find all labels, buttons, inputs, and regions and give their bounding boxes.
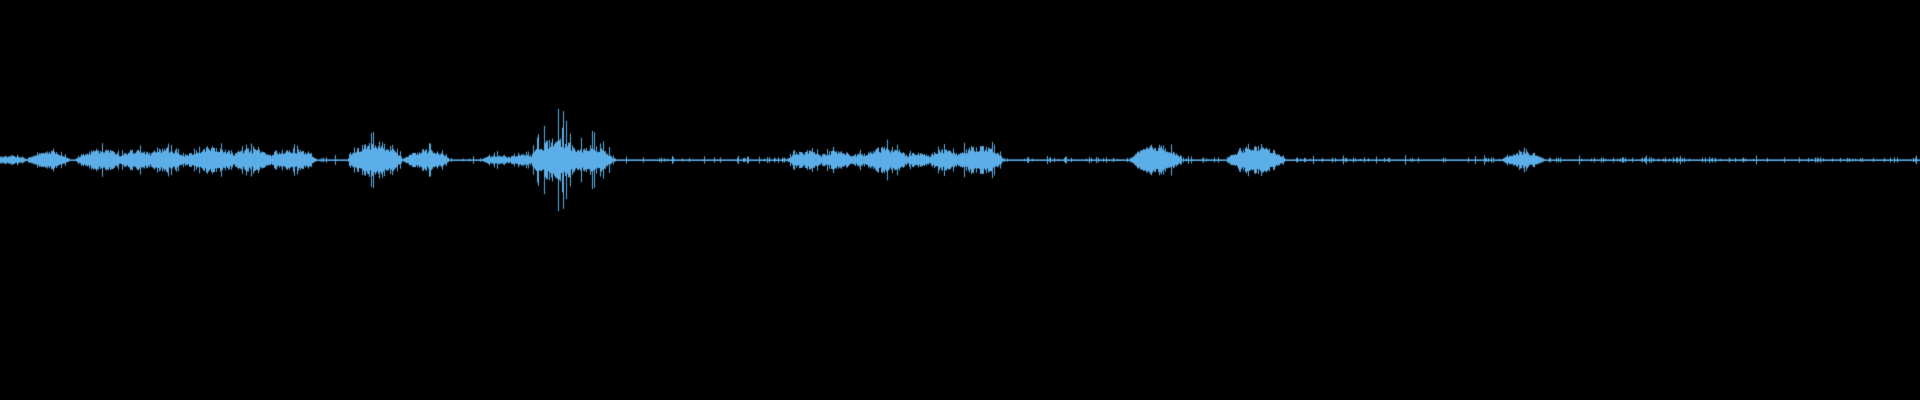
waveform-baseline: [0, 160, 1920, 161]
